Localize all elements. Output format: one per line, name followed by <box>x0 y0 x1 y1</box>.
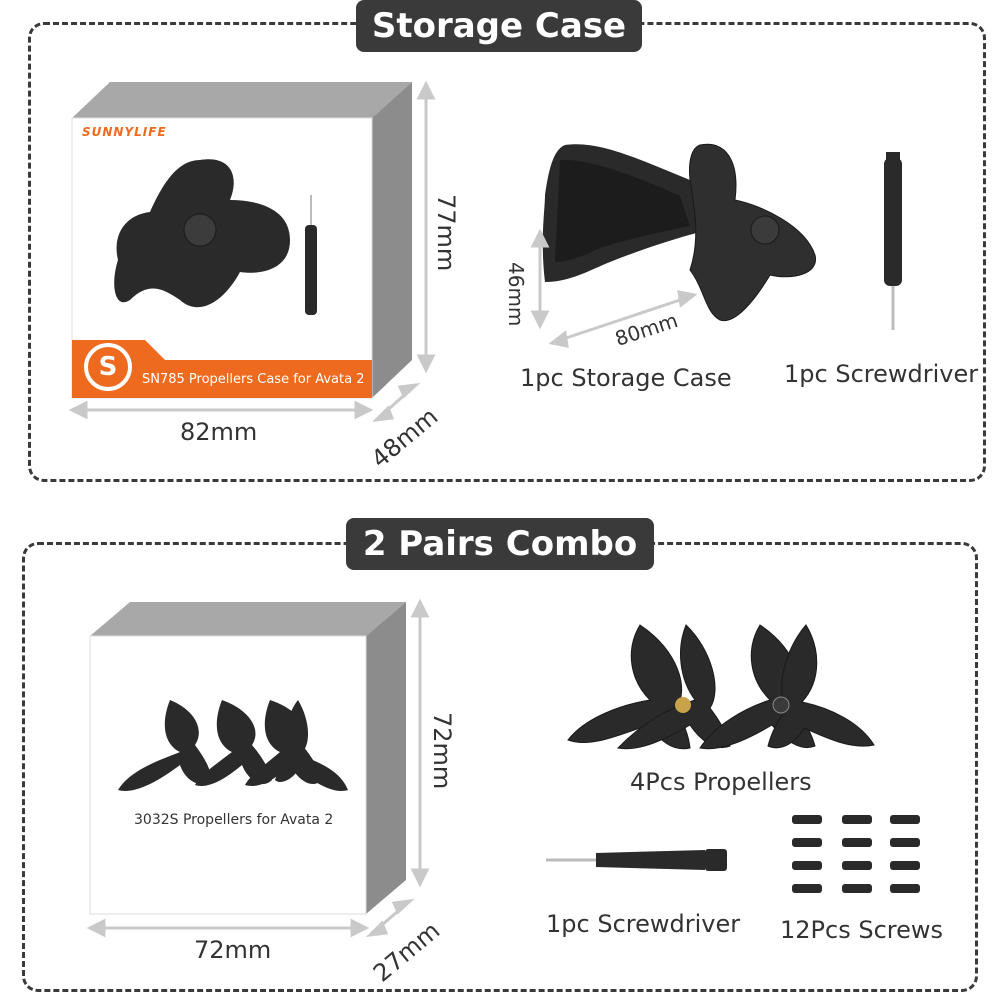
screwdriver-caption-1: 1pc Screwdriver <box>784 360 979 388</box>
box1-width-dim: 82mm <box>180 418 258 446</box>
screwdriver-image-2 <box>546 849 727 871</box>
screwdriver-caption-2: 1pc Screwdriver <box>546 910 741 938</box>
propellers-image-on-box <box>118 700 348 791</box>
brand-logo: SUNNYLIFE <box>82 125 167 139</box>
screws-caption: 12Pcs Screws <box>780 916 944 944</box>
storage-case-title: Storage Case <box>356 0 642 52</box>
propellers-caption: 4Pcs Propellers <box>630 768 812 796</box>
combo-title: 2 Pairs Combo <box>346 518 654 570</box>
screws-image <box>792 815 920 893</box>
box1-product-text: SN785 Propellers Case for Avata 2 <box>142 372 365 387</box>
box2-product-text: 3032S Propellers for Avata 2 <box>134 812 334 828</box>
box2-width-dim: 72mm <box>194 936 272 964</box>
storage-case-caption: 1pc Storage Case <box>520 364 732 392</box>
screwdriver-image-1 <box>884 152 902 330</box>
case-image-on-box <box>114 159 317 315</box>
badge-letter: S <box>98 352 118 382</box>
